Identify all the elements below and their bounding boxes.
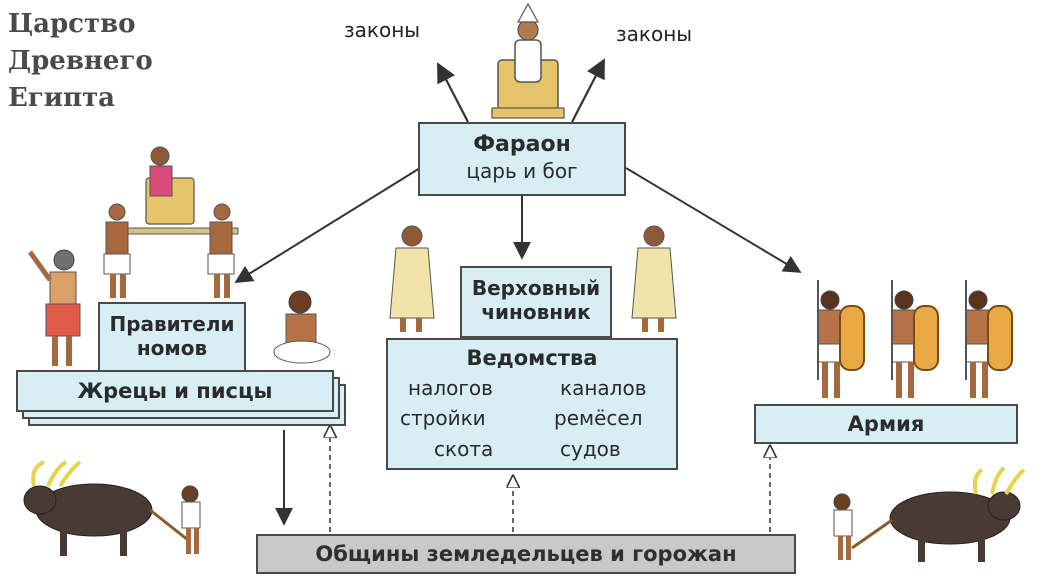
soldiers-group-icon [817, 280, 1013, 398]
scribe-figure-icon [273, 290, 331, 364]
farmer-left-icon [23, 460, 201, 556]
pharaoh-name: Фараон [473, 132, 571, 157]
department-crafts: ремёсел [554, 406, 643, 430]
vizier-box: Верховный чиновник [460, 266, 612, 338]
nomarchs-box: Правители номов [98, 302, 246, 372]
pharaoh-subtitle: царь и бог [466, 159, 578, 183]
laws-label-left: законы [344, 18, 421, 42]
vizier-line1: Верховный [471, 276, 601, 300]
farmer-right-icon [833, 466, 1026, 562]
departments-title: Ведомства [466, 346, 598, 370]
departments-box: Ведомства [386, 338, 678, 470]
arrow-to-army [625, 167, 802, 273]
pharaoh-box: Фараон царь и бог [418, 122, 626, 196]
department-livestock: скота [434, 437, 494, 461]
nomarchs-line2: номов [136, 336, 208, 360]
army-box: Армия [754, 404, 1018, 444]
department-construction: стройки [400, 406, 486, 430]
army-label: Армия [847, 412, 925, 436]
department-courts: судов [560, 437, 621, 461]
laws-label-right: законы [616, 22, 693, 46]
arrow-laws-right [571, 58, 605, 123]
title-line-2: Древнего [8, 46, 153, 76]
department-taxes: налогов [408, 376, 493, 400]
page-title: Царство Древнего Египта [8, 6, 178, 117]
arrow-to-nomarchs [234, 167, 421, 283]
priests-label: Жрецы и писцы [77, 379, 273, 403]
communities-bar: Общины земледельцев и горожан [256, 534, 796, 574]
priest-figure-icon [27, 249, 81, 366]
official-left-icon [389, 225, 435, 332]
vizier-line2: чиновник [481, 300, 591, 324]
nomarch-group-icon [103, 146, 239, 298]
nomarchs-line1: Правители [109, 312, 235, 336]
pharaoh-figure-icon [491, 2, 565, 119]
department-canals: каналов [560, 376, 647, 400]
title-line-1: Царство [8, 9, 136, 39]
official-right-icon [631, 225, 677, 332]
title-line-3: Египта [8, 83, 116, 113]
priests-box: Жрецы и писцы [16, 370, 334, 412]
arrow-laws-left [437, 62, 469, 123]
